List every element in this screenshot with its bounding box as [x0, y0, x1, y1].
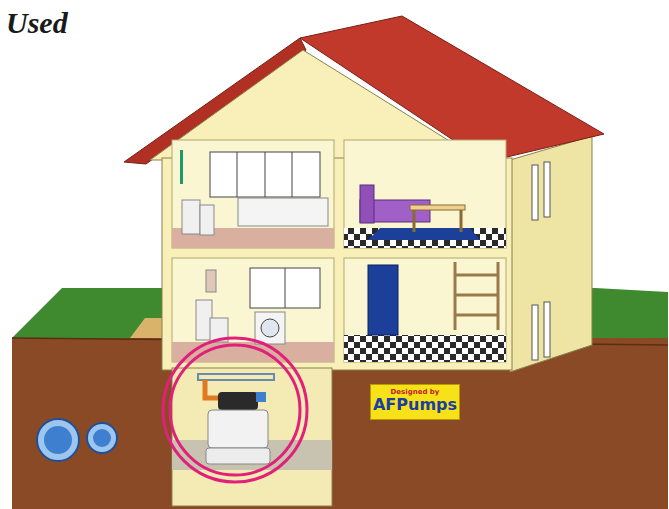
- pump-motor: [218, 392, 258, 410]
- basement: [172, 368, 332, 506]
- pipework: [198, 374, 274, 380]
- highlight-ring: [163, 338, 307, 482]
- title: Used: [6, 6, 68, 40]
- highlight-ring: [170, 345, 300, 475]
- pump-tank: [208, 410, 268, 448]
- brand-badge: Designed byAFPumps: [370, 384, 460, 420]
- pipe-end: [37, 419, 79, 461]
- brand-name: AFPumps: [371, 396, 459, 414]
- grass: [12, 288, 165, 338]
- path: [130, 318, 165, 338]
- pipe-end: [87, 423, 117, 453]
- badge-caption: Designed by: [371, 388, 459, 396]
- side-wall: [510, 136, 592, 372]
